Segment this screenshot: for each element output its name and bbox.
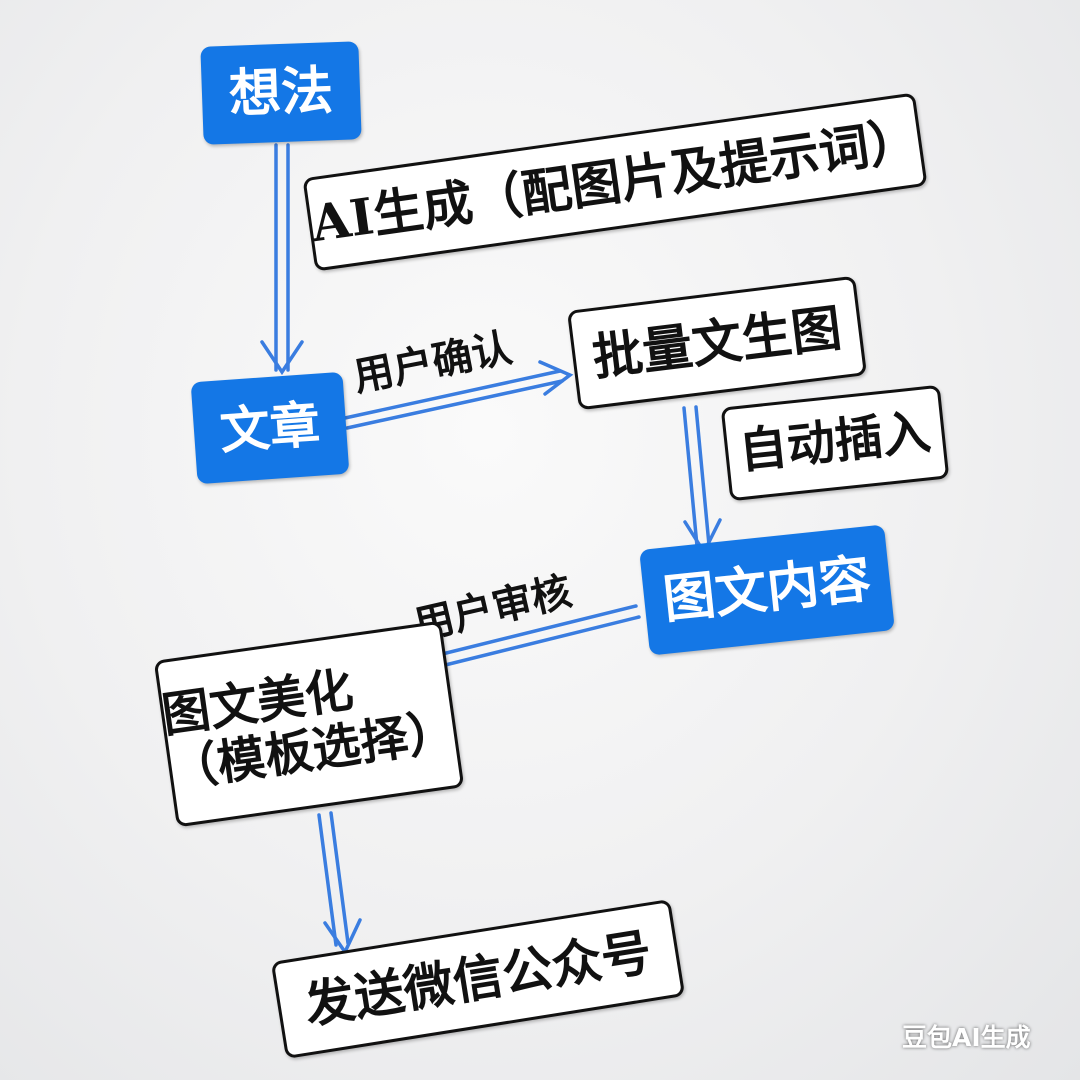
arrow-beautify-to-publish <box>317 811 362 956</box>
arrow-idea-to-article <box>260 143 304 376</box>
node-idea-label: 想法 <box>227 60 335 125</box>
arrow-article-to-batch <box>343 360 574 430</box>
node-article-label: 文章 <box>218 394 322 461</box>
node-article: 文章 <box>190 371 350 485</box>
node-auto-insert-label: 自动插入 <box>736 404 934 481</box>
node-batch-image-label: 批量文生图 <box>589 298 845 388</box>
node-idea: 想法 <box>200 41 362 145</box>
watermark: 豆包AI生成 <box>902 1023 1031 1052</box>
node-beautify-text: 图文美化 （模板选择） <box>159 649 460 799</box>
node-graphic-content-label: 图文内容 <box>660 548 874 631</box>
arrow-batch-to-content <box>682 405 722 556</box>
